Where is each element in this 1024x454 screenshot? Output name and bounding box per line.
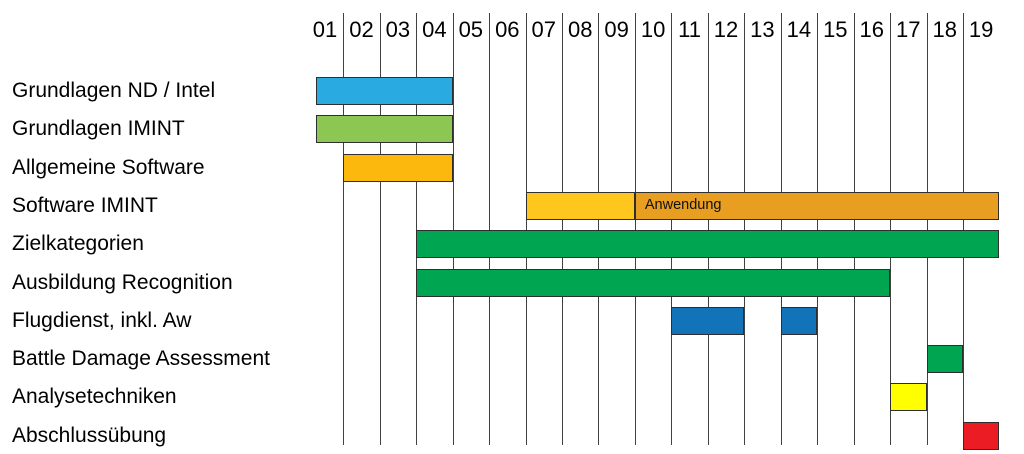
column-header-cell: 18 — [932, 17, 957, 42]
column-header-cell: 09 — [604, 17, 629, 42]
row-label: Ausbildung Recognition — [12, 270, 233, 294]
grid-line — [780, 13, 782, 445]
grid-line — [452, 13, 454, 445]
column-header-cell: 14 — [786, 17, 812, 42]
gantt-bar — [525, 191, 635, 220]
column-header-cell: 08 — [567, 17, 593, 42]
gantt-bar — [315, 77, 453, 105]
gantt-bar: Anwendung — [634, 191, 1000, 220]
row-label: Allgemeine Software — [12, 155, 205, 179]
column-header-cell: 01 — [312, 17, 338, 42]
grid-line — [853, 13, 855, 445]
row-label: Flugdienst, inkl. Aw — [12, 308, 192, 332]
row-label: Zielkategorien — [12, 232, 144, 256]
gantt-bar — [671, 306, 745, 335]
column-header-cell: 05 — [458, 17, 484, 42]
column-header-cell: 15 — [823, 17, 848, 42]
column-header-cell: 06 — [495, 17, 520, 42]
gantt-bar — [315, 115, 453, 144]
grid-line — [416, 13, 418, 445]
column-header-cell: 16 — [859, 17, 884, 42]
gantt-bar — [780, 306, 818, 335]
gantt-bar — [926, 345, 963, 374]
column-header-cell: 07 — [531, 17, 556, 42]
grid-line — [562, 13, 563, 445]
row-label: Analysetechniken — [12, 385, 177, 409]
grid-line — [525, 13, 527, 445]
row-label: Battle Damage Assessment — [12, 347, 270, 371]
row-label: Grundlagen IMINT — [12, 117, 185, 141]
grid-line — [489, 13, 491, 445]
column-header-cell: 13 — [750, 17, 775, 42]
row-label: Abschlussübung — [12, 423, 167, 447]
grid-line — [343, 13, 345, 445]
grid-line — [926, 13, 928, 445]
row-label: Grundlagen ND / Intel — [12, 79, 216, 102]
column-header-cell: 19 — [968, 17, 994, 42]
column-header-cell: 11 — [678, 17, 701, 42]
gantt-bar — [890, 383, 927, 412]
column-header-cell: 04 — [422, 17, 447, 42]
row-label: Software IMINT — [12, 193, 158, 217]
grid-line — [890, 13, 891, 445]
column-header-cell: 12 — [713, 17, 739, 42]
column-header-cell: 03 — [385, 17, 411, 42]
grid-line — [634, 13, 636, 445]
gantt-bar — [962, 421, 1000, 450]
grid-line — [379, 13, 381, 445]
grid-line — [962, 13, 964, 445]
grid-line — [671, 13, 673, 445]
grid-line — [817, 13, 819, 445]
gantt-bar — [416, 268, 891, 297]
grid-line — [707, 13, 709, 445]
gantt-bar — [343, 153, 453, 182]
grid-line — [744, 13, 746, 445]
grid-line — [598, 13, 600, 445]
column-header-cell: 10 — [640, 17, 666, 42]
bar-label: Anwendung — [644, 196, 722, 213]
column-header-cell: 17 — [895, 17, 921, 42]
column-header-cell: 02 — [349, 17, 374, 42]
gantt-bar — [416, 230, 1000, 259]
